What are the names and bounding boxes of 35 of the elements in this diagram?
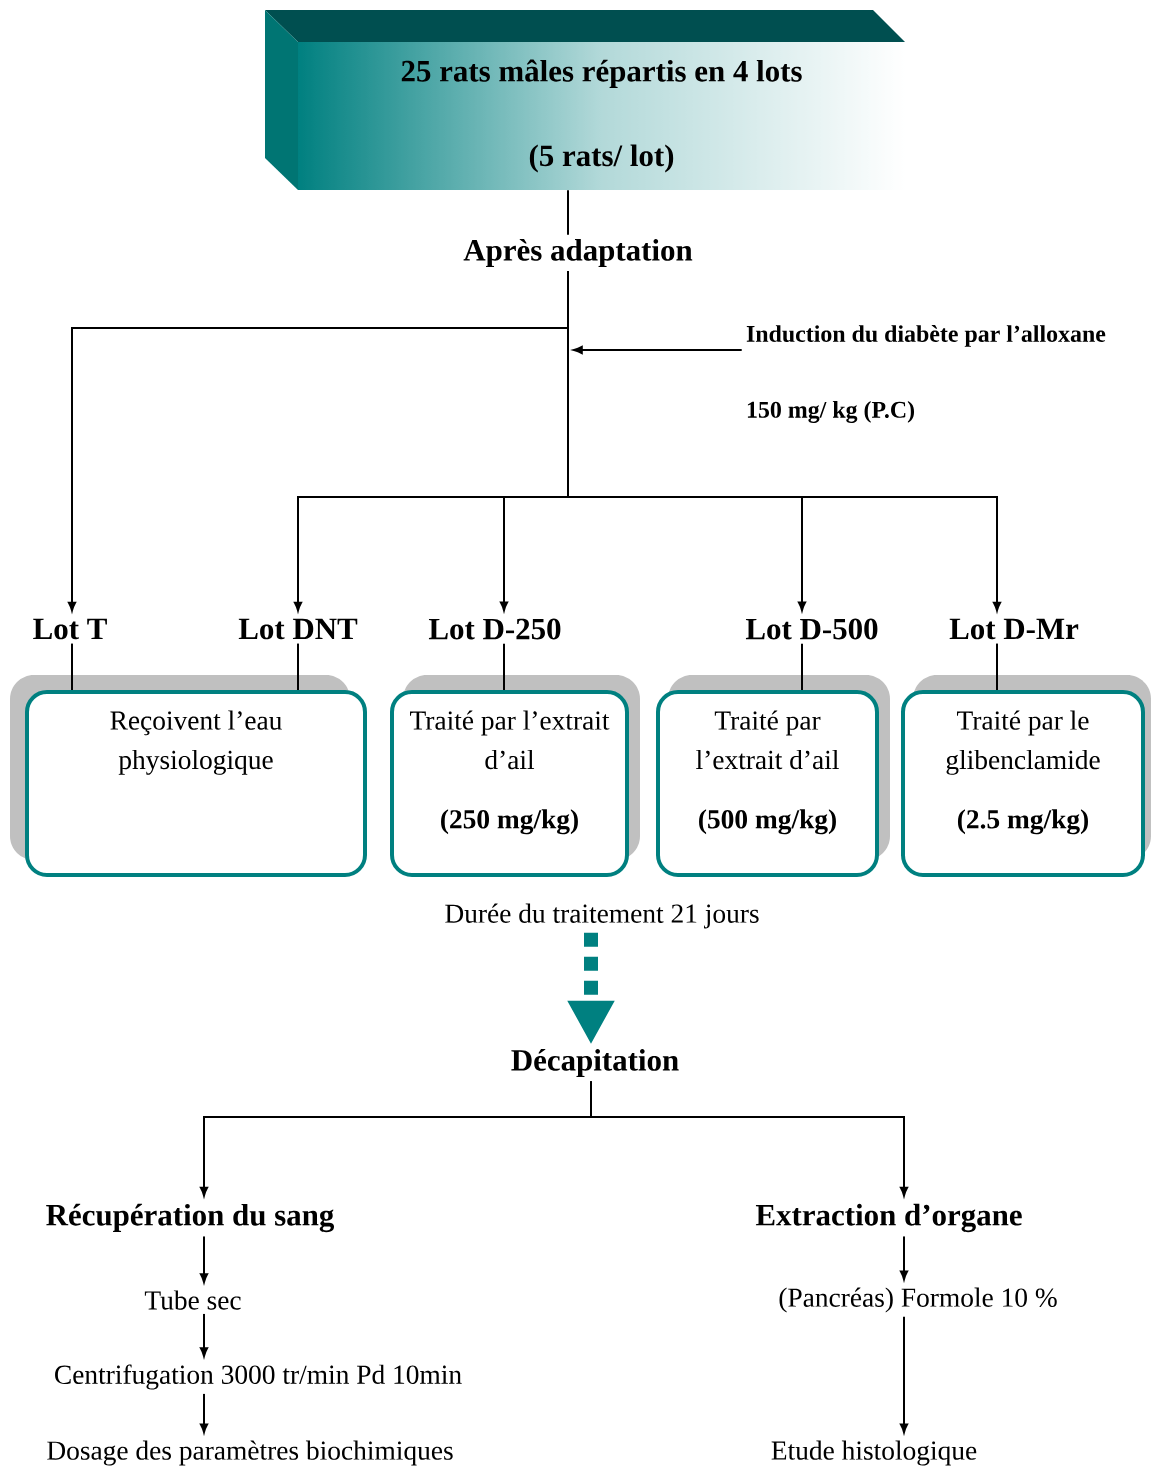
step-text: Tube sec (144, 1290, 241, 1310)
step-label: Lot D-500 (745, 618, 878, 640)
arrow (573, 345, 743, 355)
treatment-box: Reçoivent l’eau physiologique (10, 675, 367, 877)
step-text: Centrifugation 3000 tr/min Pd 10min (55, 1364, 462, 1390)
step-text: Dosage des paramètres biochimiques (47, 1440, 453, 1466)
step-label: Après adaptation (463, 238, 693, 268)
connector-line (71, 642, 73, 691)
title-box: 25 rats mâles répartis en 4 lots (5 rats/ lot) (265, 10, 905, 190)
connector-line (297, 642, 299, 691)
step-text: Durée du traitement 21 jours (445, 903, 759, 929)
arrow (899, 1315, 909, 1434)
arrow (590, 1080, 909, 1197)
arrow (199, 1312, 209, 1357)
step-label: Lot T (33, 618, 107, 640)
step-text: Etude histologique (771, 1440, 977, 1466)
treatment-box: Traité par l’extrait d’ail (500 mg/kg) (656, 675, 890, 877)
note-text: Induction du diabète par l’alloxane 150 mg/ kg (P.C) (746, 325, 1106, 423)
treatment-box: Traité par l’extrait d’ail (250 mg/kg) (390, 675, 640, 877)
step-text: (Pancréas) Formole 10 % (779, 1287, 1057, 1313)
arrow (899, 1235, 909, 1281)
treatment-box: Traité par le glibenclamide (2.5 mg/kg) (901, 675, 1151, 877)
connector-line (801, 642, 803, 691)
arrow (567, 270, 1002, 612)
step-label: Lot DNT (238, 618, 358, 640)
connector-line (996, 642, 998, 691)
connector-line (503, 642, 505, 691)
connector-line (567, 189, 569, 236)
step-label: Extraction d’organe (755, 1203, 1022, 1233)
step-label: Récupération du sang (46, 1203, 335, 1233)
arrow (199, 1235, 209, 1283)
step-label: Décapitation (511, 1048, 679, 1078)
step-label: Lot D-250 (428, 618, 561, 640)
step-label: Lot D-Mr (949, 618, 1079, 640)
arrow (199, 1392, 209, 1434)
